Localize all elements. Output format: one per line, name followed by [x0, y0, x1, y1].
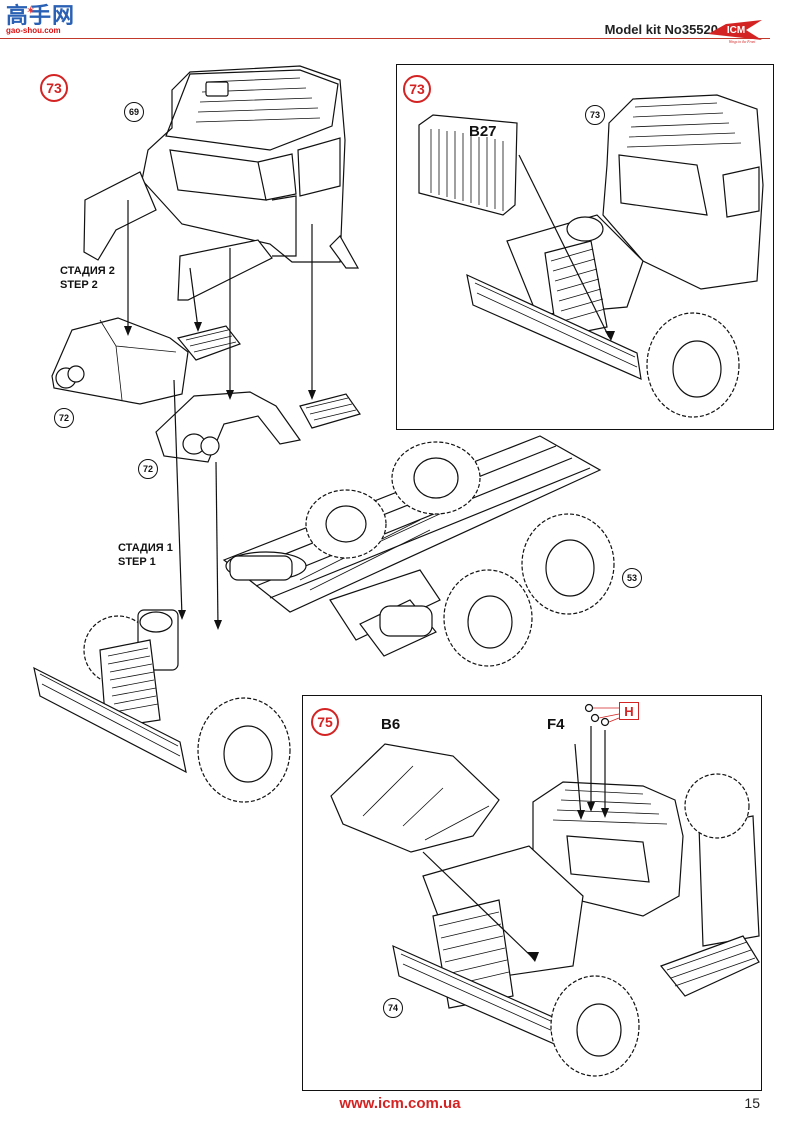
inset-step-75: 75 B6 F4 H 74: [302, 695, 762, 1091]
stage-2-ru: СТАДИЯ 2: [60, 265, 115, 277]
part-label-b6: B6: [381, 716, 401, 733]
inset-73-number: 73: [409, 81, 425, 97]
part-label-b27: B27: [469, 123, 497, 140]
inset-75-marker: 75: [311, 708, 339, 736]
ref-72a-marker: 72: [54, 408, 74, 428]
ref-72b-text: 72: [142, 464, 153, 474]
cab-assembly: [83, 65, 360, 301]
inset-75-number: 75: [317, 714, 333, 730]
ref-69-text: 69: [128, 107, 139, 117]
wheel-front-bottom: [197, 697, 291, 803]
stage-1-en: STEP 1: [118, 556, 156, 568]
wheel-mid-bottom: [443, 569, 533, 667]
ref-53-marker: 53: [622, 568, 642, 588]
wheel-rear-top: [391, 441, 481, 515]
icm-logo: ICM Wings in the Front: [708, 20, 762, 44]
part-label-f4: F4: [547, 716, 565, 733]
step-plate-right: [299, 393, 361, 429]
inset-75-drawing: [330, 703, 760, 1077]
step-plate-left: [176, 325, 241, 361]
watermark-badge: ✶: [26, 5, 36, 17]
ref-73-inset-text: 73: [589, 110, 600, 120]
chassis-assembly: [33, 435, 615, 803]
stage-2-label: СТАДИЯ 2 STEP 2: [60, 264, 115, 292]
watermark-url: gao-shou.com: [6, 26, 61, 35]
stage-2-en: STEP 2: [60, 279, 98, 291]
ref-72b-marker: 72: [138, 459, 158, 479]
ref-74-marker: 74: [383, 998, 403, 1018]
ref-53-text: 53: [626, 573, 637, 583]
logo-tagline: Wings in the Front: [729, 40, 757, 44]
wheel-rear-bottom: [521, 513, 615, 615]
watermark-chars: 高手网: [6, 3, 76, 28]
watermark: 高手网 gao-shou.com ✶: [6, 3, 76, 36]
model-kit-number: Model kit No35520: [604, 22, 718, 37]
header-rule: [0, 38, 770, 39]
logo-text: ICM: [727, 25, 745, 36]
wheel-mid-top: [305, 489, 387, 559]
fender-part: [155, 391, 302, 463]
inset-73-marker: 73: [403, 75, 431, 103]
inset-step-73: 73 B27 73: [396, 64, 774, 430]
stage-1-ru: СТАДИЯ 1: [118, 542, 173, 554]
hood-part-b6: [330, 743, 500, 853]
truck-front-full: [392, 703, 760, 1077]
ref-74-text: 74: [387, 1003, 398, 1013]
ref-72a-text: 72: [58, 413, 69, 423]
footer-url[interactable]: www.icm.com.ua: [339, 1095, 461, 1112]
page-number: 15: [744, 1095, 760, 1111]
step-73-marker: 73: [40, 74, 68, 102]
truck-front: [466, 94, 764, 418]
stage-1-label: СТАДИЯ 1 STEP 1: [118, 541, 173, 569]
inset-73-drawing: [418, 94, 764, 418]
ref-73-inset-marker: 73: [585, 105, 605, 125]
grille-part-b27: [418, 114, 518, 216]
step-73-number: 73: [46, 80, 62, 96]
engine-cover-part: [51, 317, 189, 405]
assembly-arrows: [124, 200, 316, 630]
part-label-h: H: [619, 702, 639, 720]
part-h-text: H: [624, 703, 634, 719]
ref-69-marker: 69: [124, 102, 144, 122]
